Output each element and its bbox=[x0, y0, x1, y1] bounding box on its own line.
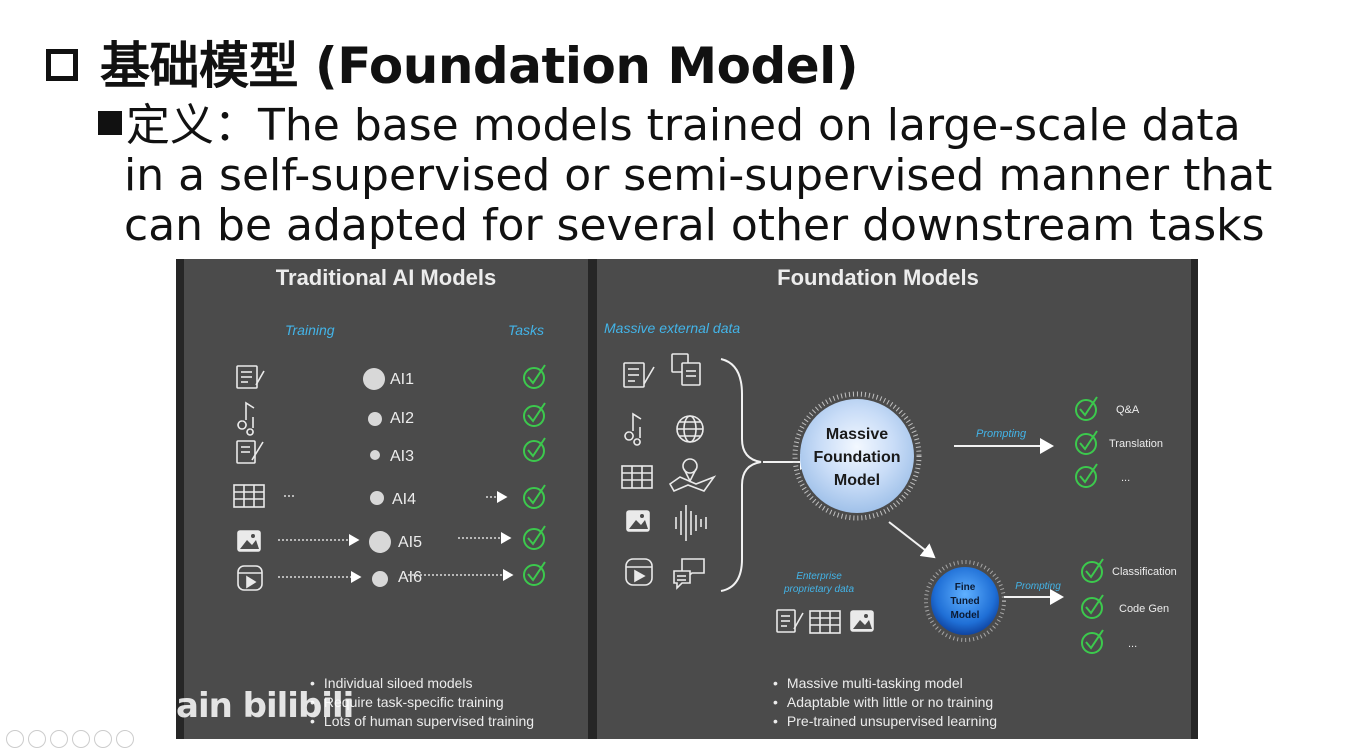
training-label: Training bbox=[285, 322, 335, 338]
music-note-icon bbox=[624, 412, 642, 446]
foundation-bullets: Massive multi-tasking model Adaptable wi… bbox=[773, 674, 997, 731]
foundation-panel-title: Foundation Models bbox=[777, 265, 979, 290]
foundation-model-label: Model bbox=[834, 472, 880, 489]
traditional-panel-title: Traditional AI Models bbox=[275, 265, 497, 290]
check-circle-icon bbox=[523, 364, 546, 389]
massive-data-label: Massive external data bbox=[604, 320, 741, 336]
square-bullet-icon bbox=[98, 111, 122, 135]
fine-tuned-task-label: Classification bbox=[1112, 566, 1177, 578]
fine-tuned-model-label: Tuned bbox=[950, 596, 979, 607]
foundation-bullet-3: Pre-trained unsupervised learning bbox=[773, 712, 997, 731]
video-reel-icon bbox=[237, 565, 263, 591]
bilibili-watermark: ain bilibili bbox=[176, 686, 354, 726]
model-node bbox=[363, 368, 385, 390]
edit-icon[interactable] bbox=[50, 730, 68, 748]
music-note-icon bbox=[237, 401, 255, 436]
model-node bbox=[372, 571, 388, 587]
globe-icon bbox=[676, 415, 704, 443]
slide-title: 基础模型 (Foundation Model) bbox=[46, 26, 859, 98]
more-icon[interactable] bbox=[116, 730, 134, 748]
player-controls[interactable] bbox=[6, 730, 134, 748]
traditional-bullets: Individual siloed models Require task-sp… bbox=[310, 674, 534, 731]
document-edit-icon bbox=[776, 609, 804, 633]
definition-line-2: in a self-supervised or semi-supervised … bbox=[124, 150, 1273, 201]
task-label: Q&A bbox=[1116, 404, 1140, 416]
definition-line-1: 定义：The base models trained on large-scal… bbox=[98, 101, 1368, 151]
table-icon bbox=[809, 610, 841, 634]
task-label: ... bbox=[1121, 472, 1130, 484]
chat-bubbles-icon bbox=[673, 558, 705, 590]
check-circle-icon bbox=[1075, 463, 1098, 488]
check-circle-icon bbox=[1081, 629, 1104, 654]
model-node bbox=[370, 491, 384, 505]
definition-text: 定义：The base models trained on large-scal… bbox=[98, 101, 1368, 251]
enterprise-label: Enterprise bbox=[796, 571, 842, 582]
enterprise-label: proprietary data bbox=[783, 584, 854, 595]
document-edit-icon bbox=[236, 440, 264, 464]
image-icon bbox=[626, 510, 650, 532]
model-label: AI5 bbox=[398, 534, 422, 551]
checkbox-square-icon bbox=[46, 49, 78, 81]
model-node bbox=[368, 412, 382, 426]
foundation-bullet-1: Massive multi-tasking model bbox=[773, 674, 997, 693]
fine-tuned-task-label: Code Gen bbox=[1119, 603, 1169, 615]
traditional-ai-panel: Traditional AI Models Training Tasks Ind… bbox=[184, 259, 588, 739]
fine-tuned-model-node bbox=[931, 567, 999, 635]
fine-tuned-model-label: Fine bbox=[955, 582, 976, 593]
foundation-bullet-2: Adaptable with little or no training bbox=[773, 693, 997, 712]
fine-tuned-prompting-label: Prompting bbox=[1015, 581, 1061, 592]
map-pin-icon bbox=[668, 458, 717, 493]
tasks-label: Tasks bbox=[508, 322, 545, 338]
image-icon bbox=[850, 610, 874, 632]
play-icon[interactable] bbox=[28, 730, 46, 748]
fine-tuned-model-label: Model bbox=[951, 610, 980, 621]
table-icon bbox=[621, 465, 653, 489]
screenshot-icon[interactable] bbox=[72, 730, 90, 748]
check-circle-icon bbox=[1081, 558, 1104, 583]
audio-waveform-icon bbox=[675, 505, 707, 541]
definition-line-3: can be adapted for several other downstr… bbox=[124, 200, 1265, 251]
image-icon bbox=[237, 530, 261, 552]
task-label: Translation bbox=[1109, 438, 1163, 450]
curly-brace bbox=[720, 358, 762, 592]
check-circle-icon bbox=[523, 484, 546, 509]
prompting-label: Prompting bbox=[976, 428, 1027, 440]
document-edit-icon bbox=[623, 362, 655, 388]
model-node bbox=[369, 531, 391, 553]
table-icon bbox=[233, 484, 265, 508]
check-circle-icon bbox=[523, 525, 546, 550]
check-circle-icon bbox=[523, 561, 546, 586]
model-label: AI2 bbox=[390, 410, 414, 427]
replay-icon[interactable] bbox=[6, 730, 24, 748]
zoom-icon[interactable] bbox=[94, 730, 112, 748]
panel-divider bbox=[588, 259, 597, 739]
model-label: AI3 bbox=[390, 448, 414, 465]
foundation-model-label: Foundation bbox=[813, 449, 900, 466]
check-circle-icon bbox=[1081, 594, 1104, 619]
fine-tuned-task-label: ... bbox=[1128, 638, 1137, 650]
foundation-model-label: Massive bbox=[826, 426, 888, 443]
check-circle-icon bbox=[523, 437, 546, 462]
check-circle-icon bbox=[1075, 430, 1098, 455]
translate-document-icon bbox=[671, 353, 701, 386]
model-label: AI1 bbox=[390, 371, 414, 388]
model-node bbox=[370, 450, 380, 460]
traditional-bullet-3: Lots of human supervised training bbox=[310, 712, 534, 731]
model-label: AI6 bbox=[398, 569, 422, 586]
figure-diagram: AI1 AI2 AI3 AI4 AI5 AI6 bbox=[233, 353, 1177, 654]
traditional-bullet-2: Require task-specific training bbox=[310, 693, 534, 712]
model-label: AI4 bbox=[392, 491, 416, 508]
traditional-bullet-1: Individual siloed models bbox=[310, 674, 534, 693]
check-circle-icon bbox=[1075, 396, 1098, 421]
document-edit-icon bbox=[236, 365, 265, 389]
foundation-model-node bbox=[800, 399, 914, 513]
video-reel-icon bbox=[625, 558, 653, 586]
check-circle-icon bbox=[523, 402, 546, 427]
comparison-figure: Traditional AI Models Training Tasks Ind… bbox=[176, 259, 1198, 739]
